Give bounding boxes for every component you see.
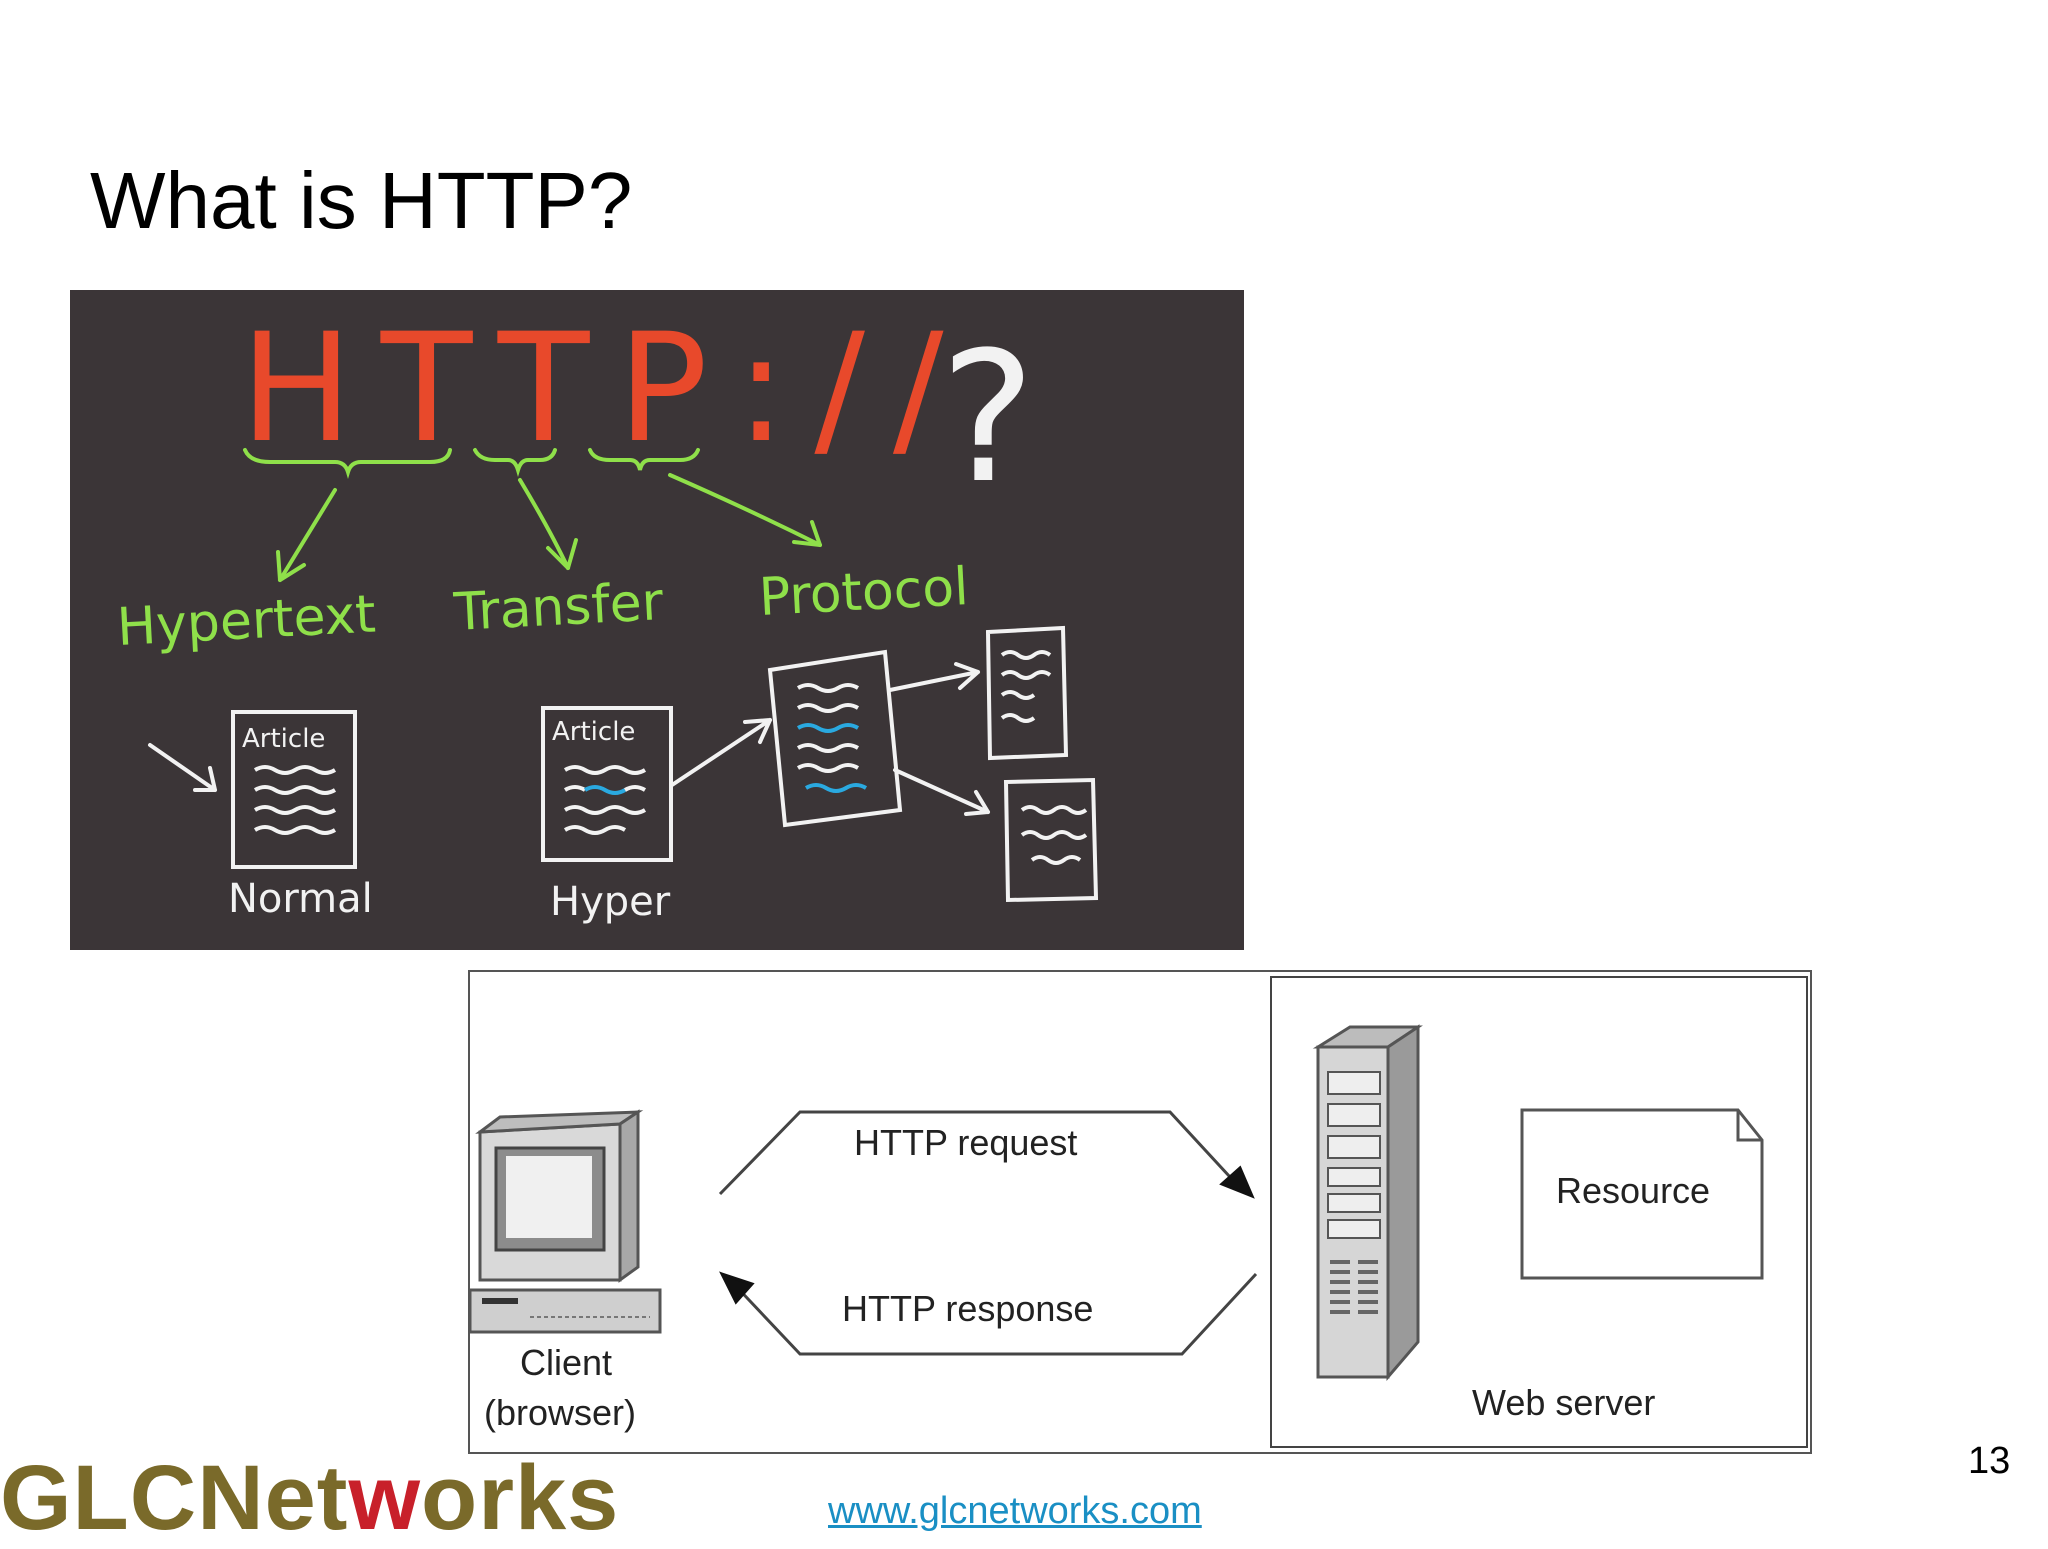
page-number: 13 [1968, 1440, 2011, 1482]
slide-title: What is HTTP? [90, 156, 633, 245]
website-link[interactable]: www.glcnetworks.com [828, 1490, 1202, 1532]
logo-text-start: GLCNet [0, 1447, 349, 1549]
question-mark: ? [940, 314, 1036, 523]
resource-document-icon [1520, 1108, 1764, 1280]
client-computer-icon [470, 1109, 662, 1334]
client-server-diagram: HTTP request HTTP response Client (brows… [468, 970, 1812, 1454]
whiteboard-illustration: HTTP:// ? Hypertext Transfer Protocol [70, 290, 1244, 950]
http-response-arrow [719, 1271, 1258, 1356]
client-label-line1: Client [520, 1342, 613, 1383]
hyper-article-doc [541, 706, 772, 862]
glcnetworks-logo: GLCNetworks [0, 1452, 619, 1544]
hyper-doc-title: Article [552, 717, 635, 747]
brace-marks [243, 448, 700, 479]
small-docs [985, 625, 1099, 903]
normal-article-doc [148, 710, 357, 869]
resource-label: Resource [1556, 1170, 1711, 1211]
whiteboard-drawing: HTTP:// ? Hypertext Transfer Protocol [116, 302, 1099, 925]
caption-hyper: Hyper [550, 879, 671, 925]
client-label-line2: (browser) [484, 1392, 637, 1433]
green-arrows [276, 473, 822, 582]
web-server-frame [1270, 976, 1808, 1448]
logo-text-accent: w [348, 1447, 422, 1549]
diagram-drawing [470, 1024, 1764, 1382]
word-protocol: Protocol [758, 557, 970, 628]
http-response-label: HTTP response [842, 1288, 1094, 1329]
word-transfer: Transfer [452, 572, 666, 643]
linked-page-doc [767, 649, 990, 828]
http-request-arrow [718, 1110, 1255, 1199]
logo-text-end: orks [421, 1447, 620, 1549]
http-heading: HTTP:// [240, 302, 971, 476]
http-request-label: HTTP request [854, 1122, 1078, 1163]
normal-doc-title: Article [242, 724, 325, 754]
caption-normal: Normal [228, 876, 373, 922]
word-hypertext: Hypertext [116, 585, 378, 658]
web-server-tower-icon [1312, 1024, 1423, 1382]
web-server-label: Web server [1472, 1382, 1656, 1423]
